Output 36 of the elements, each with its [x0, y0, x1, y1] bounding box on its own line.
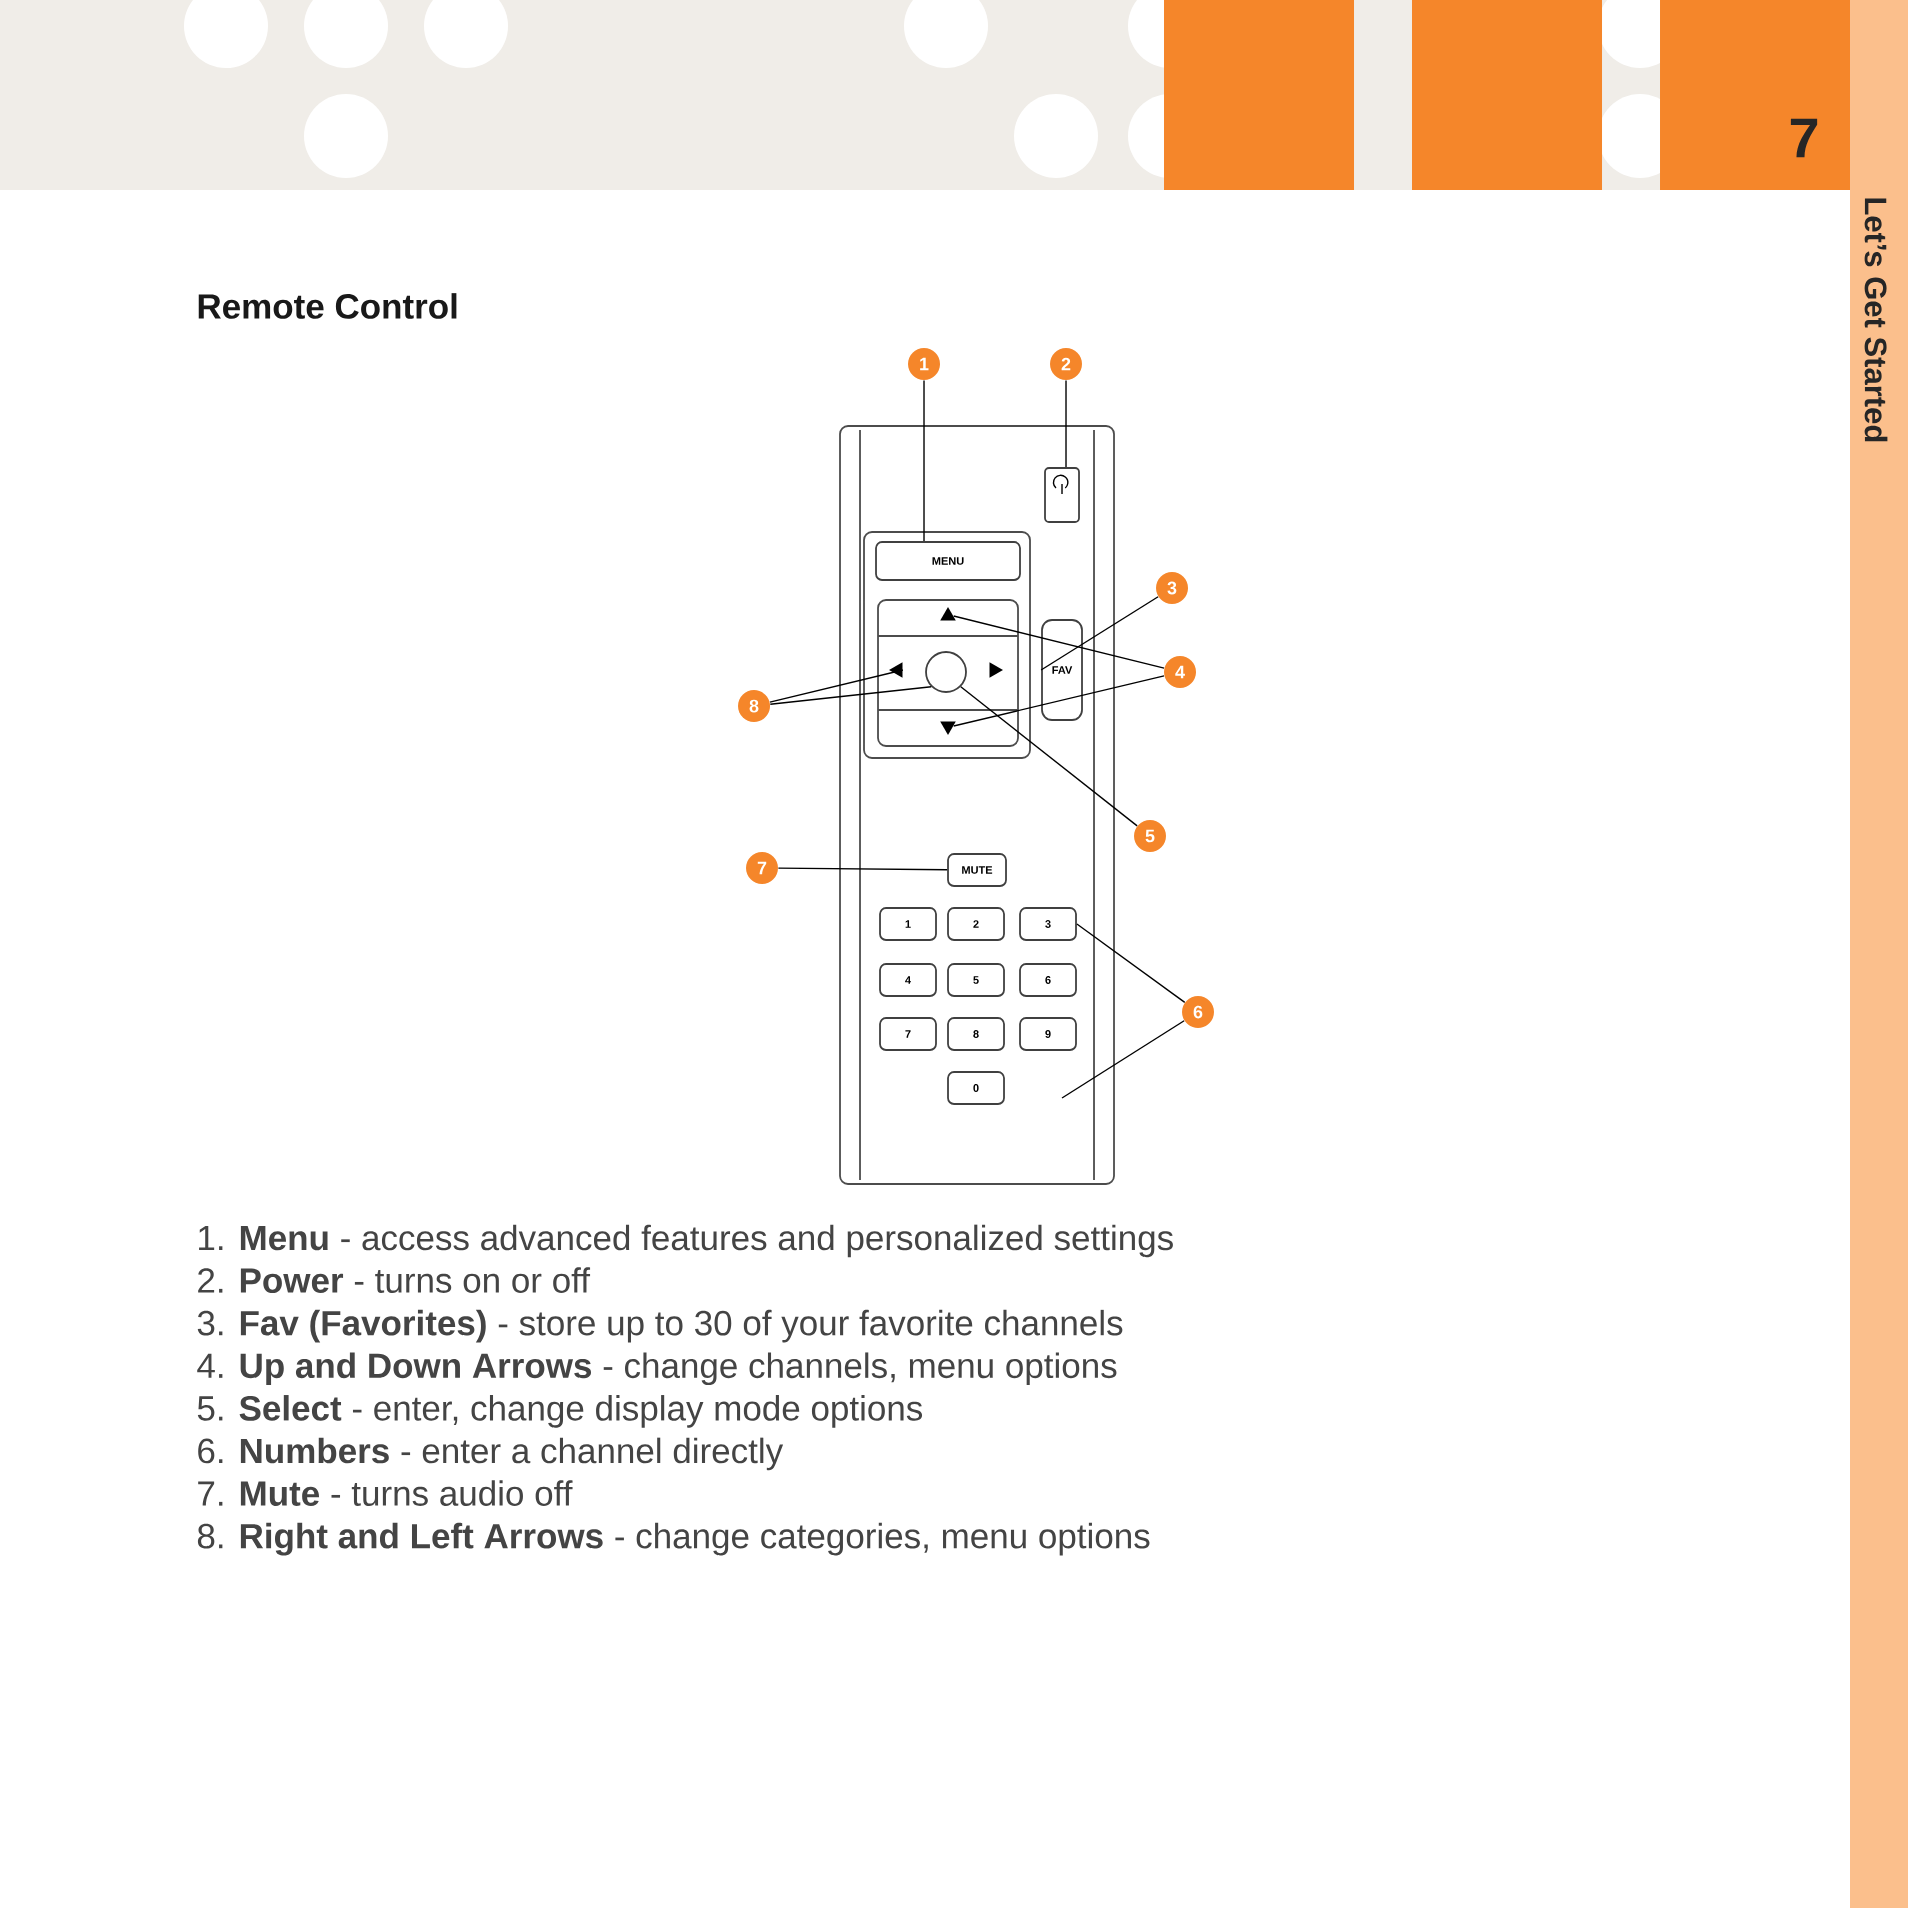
power-button	[1044, 467, 1080, 523]
callout-number: 1	[908, 348, 940, 380]
arrow-button-symbol	[940, 607, 956, 621]
arrow-button-symbol	[889, 662, 903, 678]
page-number: 7	[1790, 118, 1818, 158]
leader-line	[1065, 379, 1067, 468]
callout-number: 5	[1134, 820, 1166, 852]
list-item: 4. Up and Down Arrows - change channels, menu options	[197, 1352, 1117, 1386]
leader-line	[1076, 923, 1186, 1004]
callout-number: 3	[1156, 572, 1188, 604]
list-item: 1. Menu - access advanced features and personalized settings	[199, 1224, 1173, 1258]
leader-line	[777, 867, 948, 871]
leader-line	[923, 379, 925, 542]
callout-number: 8	[738, 690, 770, 722]
callout-number: 7	[746, 852, 778, 884]
list-item: 7. Mute - turns audio off	[198, 1480, 573, 1506]
title: Remote Control	[198, 293, 457, 319]
leader-line	[952, 615, 1165, 669]
list-item: 3. Fav (Favorites) - store up to 30 of your favorite channels	[197, 1309, 1123, 1343]
leader-line	[1040, 596, 1159, 671]
select-button	[925, 651, 967, 693]
leader-line	[1061, 1020, 1185, 1099]
leader-line	[769, 686, 932, 705]
leader-line	[960, 686, 1138, 827]
callout-number: 2	[1050, 348, 1082, 380]
arrow-button-symbol	[940, 721, 956, 735]
list-item: 5. Select - enter, change display mode options	[197, 1395, 923, 1428]
callout-number: 4	[1164, 656, 1196, 688]
callout-number: 6	[1182, 996, 1214, 1028]
section-tab-label: Let’s Get Started	[1864, 198, 1888, 442]
list-item: 6. Numbers - enter a channel directly	[198, 1437, 784, 1471]
list-item: 2. Power - turns on or off	[198, 1267, 591, 1293]
list-item: 8. Right and Left Arrows - change categories, menu options	[197, 1522, 1150, 1556]
arrow-button-symbol	[989, 662, 1003, 678]
leader-line	[952, 675, 1165, 727]
leader-line	[769, 669, 904, 703]
